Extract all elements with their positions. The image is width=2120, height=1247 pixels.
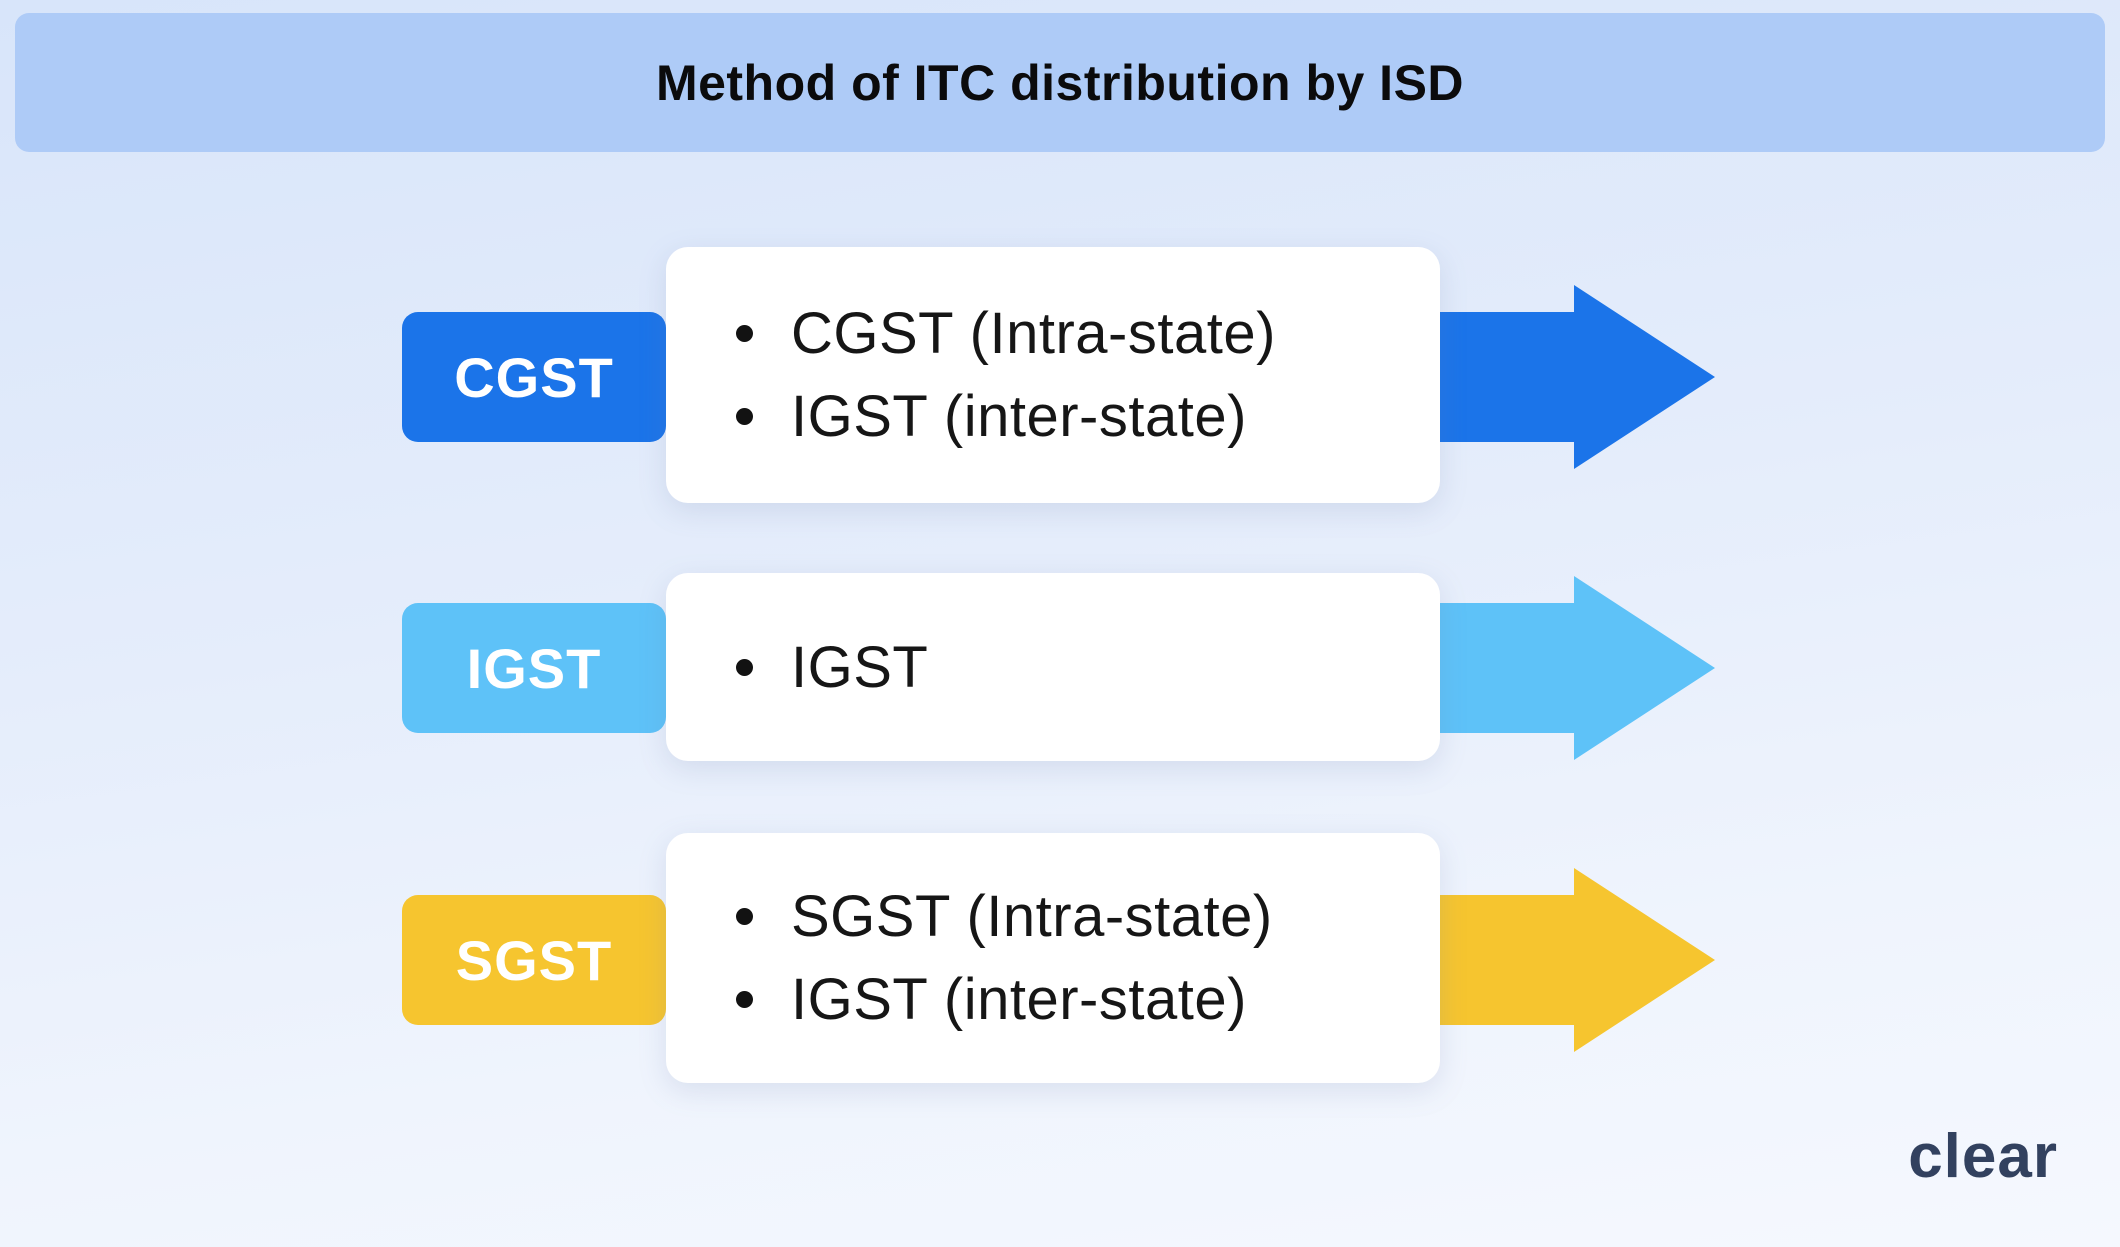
list-item: IGST (736, 634, 1440, 701)
list-item: IGST (inter-state) (736, 383, 1440, 450)
bullet-dot-icon (736, 991, 753, 1008)
bullet-dot-icon (736, 325, 753, 342)
igst-arrow-shape (1428, 576, 1715, 760)
list-item-text: CGST (Intra-state) (791, 301, 1276, 366)
sgst-arrow-icon (1428, 868, 1715, 1052)
list-item: SGST (Intra-state) (736, 883, 1440, 950)
page-title: Method of ITC distribution by ISD (655, 54, 1465, 111)
list-item-text: IGST (inter-state) (791, 384, 1247, 449)
list-item: IGST (inter-state) (736, 966, 1440, 1033)
bullet-dot-icon (736, 408, 753, 425)
igst-card: IGST (666, 573, 1440, 761)
sgst-card: SGST (Intra-state) IGST (inter-state) (666, 833, 1440, 1083)
clear-logo: clear (1908, 1122, 2058, 1191)
title-banner: Method of ITC distribution by ISD (15, 13, 2105, 152)
cgst-arrow-icon (1428, 285, 1715, 469)
igst-badge: IGST (402, 603, 666, 733)
cgst-badge: CGST (402, 312, 666, 442)
cgst-arrow-shape (1428, 285, 1715, 469)
igst-arrow-icon (1428, 576, 1715, 760)
list-item: CGST (Intra-state) (736, 300, 1440, 367)
cgst-badge-label: CGST (454, 345, 614, 409)
bullet-dot-icon (736, 658, 753, 676)
list-item-text: SGST (Intra-state) (791, 884, 1273, 949)
igst-badge-label: IGST (466, 636, 602, 700)
sgst-badge: SGST (402, 895, 666, 1025)
list-item-text: IGST (inter-state) (791, 967, 1247, 1032)
cgst-card: CGST (Intra-state) IGST (inter-state) (666, 247, 1440, 503)
bullet-dot-icon (736, 908, 753, 925)
sgst-badge-label: SGST (455, 928, 613, 992)
sgst-arrow-shape (1428, 868, 1715, 1052)
list-item-text: IGST (791, 634, 929, 700)
